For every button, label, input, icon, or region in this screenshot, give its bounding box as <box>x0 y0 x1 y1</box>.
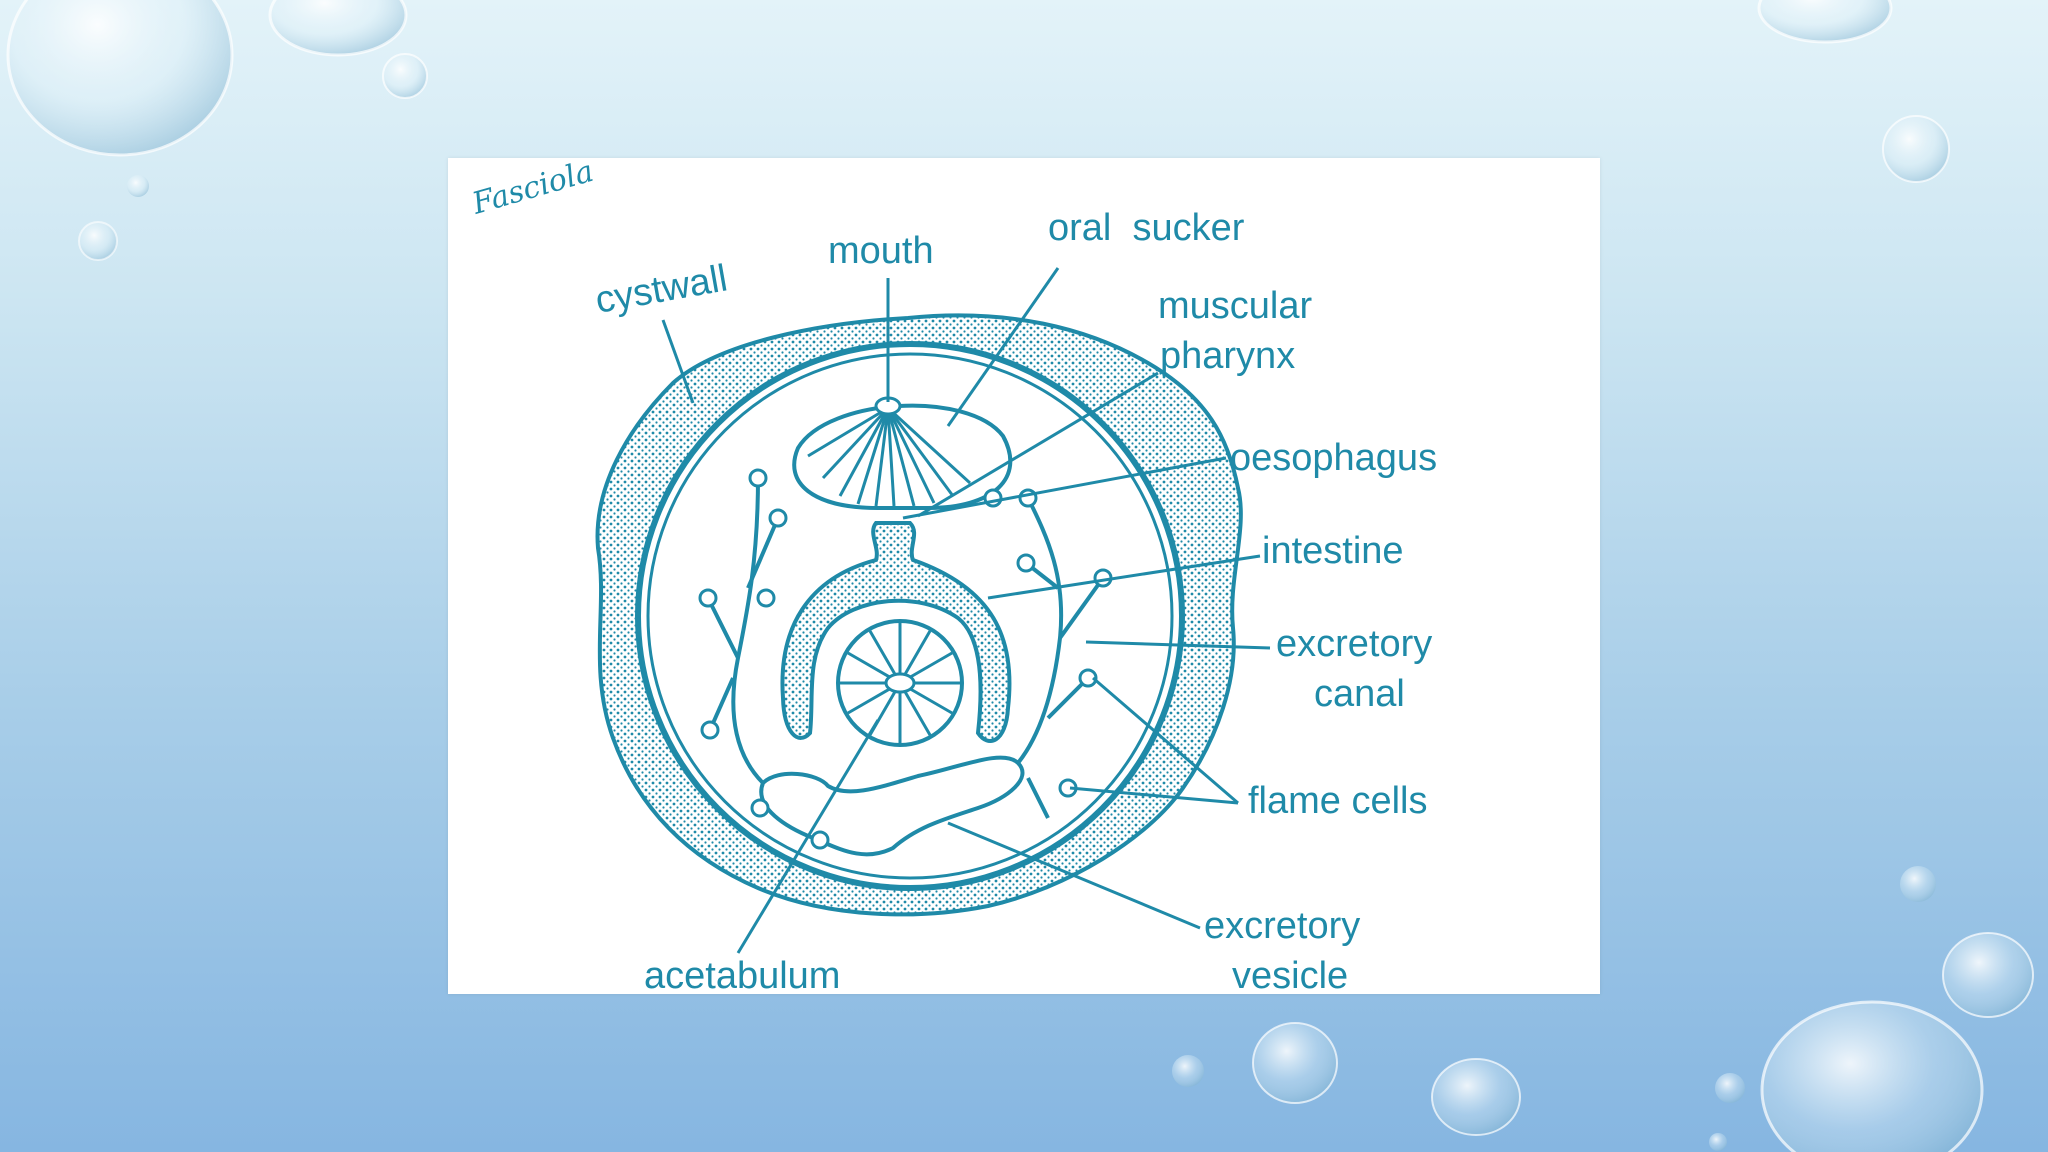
label-mouth: mouth <box>828 230 934 272</box>
label-muscular: muscular <box>1158 285 1312 327</box>
water-drop-icon <box>6 0 2034 1152</box>
label-excretory-vesicle-2: vesicle <box>1232 955 1348 994</box>
flame-cells <box>698 468 1113 850</box>
oral-sucker <box>792 396 1013 510</box>
label-oesophagus: oesophagus <box>1230 437 1437 479</box>
excretory-canal <box>706 477 1105 819</box>
diagram-card: Fasciola cystwall mouth oral sucker musc… <box>448 158 1600 994</box>
label-acetabulum: acetabulum <box>644 955 840 994</box>
acetabulum <box>836 619 964 747</box>
leader-lines <box>661 267 1271 954</box>
figure-caption-partial: Fasciola <box>468 158 598 222</box>
label-excretory-canal-1: excretory <box>1276 623 1432 665</box>
label-excretory-vesicle-1: excretory <box>1204 905 1360 947</box>
label-flame-cells: flame cells <box>1248 780 1428 822</box>
label-pharynx: pharynx <box>1160 335 1295 377</box>
label-oral-sucker: oral sucker <box>1048 207 1245 249</box>
label-excretory-canal-2: canal <box>1314 673 1405 715</box>
label-cystwall: cystwall <box>592 257 730 321</box>
fasciola-cyst-diagram: Fasciola cystwall mouth oral sucker musc… <box>468 158 1437 994</box>
cyst-inner <box>635 341 1185 891</box>
intestine <box>780 521 1012 743</box>
label-intestine: intestine <box>1262 530 1404 572</box>
